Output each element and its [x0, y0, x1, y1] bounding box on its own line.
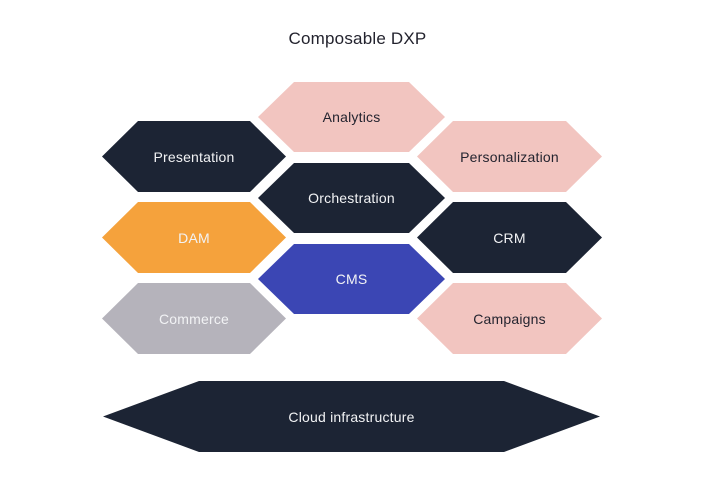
hexagon-personalization: Personalization: [417, 121, 602, 192]
diagram-title: Composable DXP: [288, 29, 427, 48]
hexagon-orchestration: Orchestration: [258, 163, 445, 233]
hexagon-presentation-label: Presentation: [153, 148, 235, 165]
hexagon-commerce: Commerce: [102, 283, 286, 354]
hexagon-campaigns: Campaigns: [417, 283, 602, 354]
hexagon-analytics: Analytics: [258, 82, 445, 152]
hexagon-orchestration-label: Orchestration: [308, 190, 395, 206]
hexagon-commerce-label: Commerce: [158, 310, 230, 327]
hexagon-dam: DAM: [102, 202, 286, 273]
hexagon-personalization-label: Personalization: [460, 148, 559, 165]
hexagon-cloud-infrastructure-label: Cloud infrastructure: [288, 408, 415, 425]
hexagon-presentation: Presentation: [102, 121, 286, 192]
hexagon-dam-label: DAM: [178, 229, 210, 246]
hexagon-cloud-infrastructure: Cloud infrastructure: [103, 381, 600, 452]
hexagon-cms: CMS: [258, 244, 445, 314]
hexagon-crm: CRM: [417, 202, 602, 273]
hexagon-crm-label: CRM: [493, 229, 526, 246]
hexagon-analytics-label: Analytics: [322, 109, 381, 125]
hexagon-cms-label: CMS: [335, 271, 368, 287]
hexagon-campaigns-label: Campaigns: [473, 310, 546, 327]
